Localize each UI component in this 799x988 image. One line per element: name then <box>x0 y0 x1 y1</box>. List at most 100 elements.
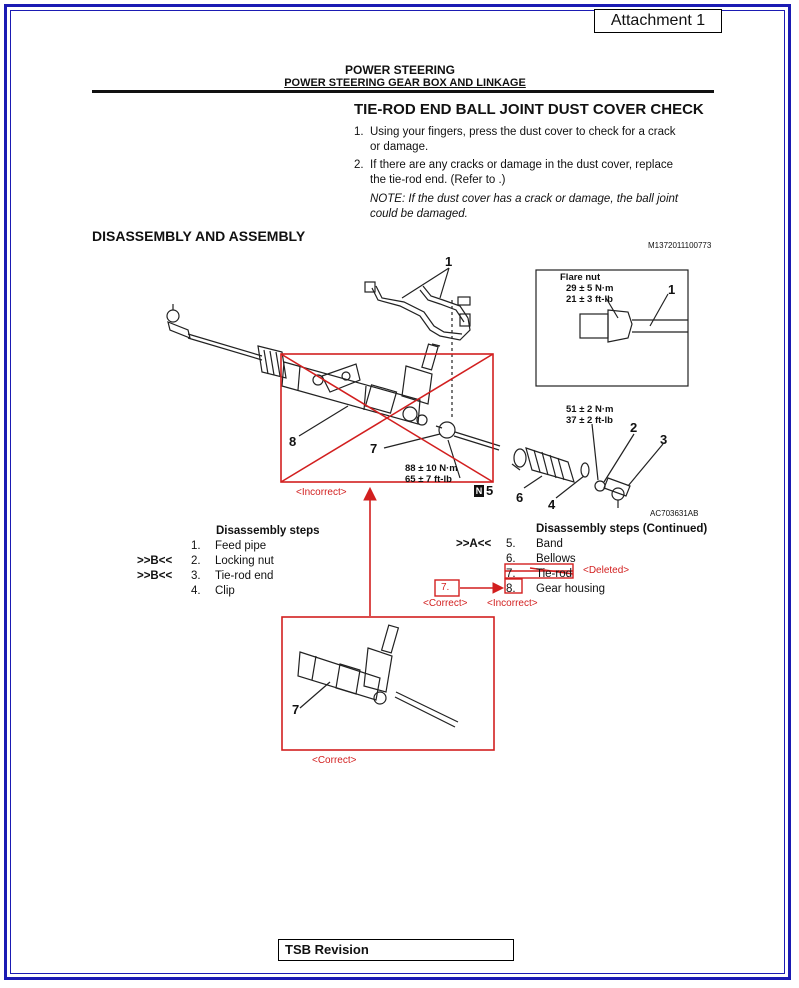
callout-1-inset: 1 <box>668 282 676 297</box>
deleted-tag: <Deleted> <box>583 565 630 576</box>
check-step-1-number: 1. <box>354 126 364 138</box>
torque-b-ftlb: 65 ± 7 ft-lb <box>405 474 452 485</box>
torque-a-ftlb: 37 ± 2 ft-lb <box>566 415 613 426</box>
step-num: 4. <box>191 585 201 597</box>
correct-inset-box <box>281 616 495 751</box>
box-seven: 7. <box>441 582 450 593</box>
section-header: POWER STEERING <box>344 63 455 77</box>
incorrect-small-tag: <Incorrect> <box>487 598 538 609</box>
callout-4: 4 <box>548 497 556 512</box>
step-text: Gear housing <box>536 583 606 595</box>
inset-callout-7: 7 <box>292 702 300 717</box>
step-text: Clip <box>215 585 235 597</box>
illustration-code: AC703631AB <box>650 509 699 518</box>
step-text: Tie-rod <box>536 568 572 580</box>
correction-arrow <box>363 486 377 616</box>
page-border-outer <box>4 4 791 980</box>
correct-tag: <Correct> <box>312 755 357 766</box>
flare-torque-nm: 29 ± 5 N·m <box>566 283 614 294</box>
step-num: 1. <box>191 540 201 552</box>
steps-right: Disassembly steps (Continued) >>A<< 5. B… <box>456 522 707 597</box>
step-text: Band <box>536 538 563 550</box>
callout-3: 3 <box>660 432 668 447</box>
flare-nut-inset <box>535 269 689 387</box>
steps-left: Disassembly steps 1. Feed pipe >>B<< 2. … <box>137 524 320 599</box>
step-num: 8. <box>506 583 516 595</box>
callout-1: 1 <box>445 254 453 269</box>
correct-small-tag: <Correct> <box>423 598 468 609</box>
callout-7: 7 <box>370 441 378 456</box>
right-bellows <box>525 447 575 483</box>
inner-tie-rod <box>435 421 501 451</box>
step-num: 6. <box>506 553 516 565</box>
pinion-housing <box>401 343 441 426</box>
step-mark <box>456 552 506 567</box>
disassembly-title: DISASSEMBLY AND ASSEMBLY <box>92 228 306 244</box>
right-tie-rod-end <box>603 477 631 508</box>
check-note-line-1: NOTE: If the dust cover has a crack or d… <box>370 193 679 205</box>
gear-housing <box>281 361 421 425</box>
step-mark: >>B<< <box>137 570 173 582</box>
check-step-2-number: 2. <box>354 159 364 171</box>
check-step-1-line-2: or damage. <box>370 141 429 153</box>
step-text: Locking nut <box>215 555 274 567</box>
steps-right-title: Disassembly steps (Continued) <box>536 523 708 535</box>
steps-left-row: 4. Clip <box>137 584 320 599</box>
step-num: 2. <box>191 555 201 567</box>
step-text: Tie-rod end <box>215 570 274 582</box>
incorrect-box <box>280 353 494 483</box>
header-rule <box>92 90 714 93</box>
callout-5: 5 <box>486 483 494 498</box>
steps-left-row: >>B<< 2. Locking nut <box>137 554 320 569</box>
step-text: Feed pipe <box>215 540 267 552</box>
step-mark: >>B<< <box>137 555 173 567</box>
torque-a-nm: 51 ± 2 N·m <box>566 404 614 415</box>
check-step-2-line-2: the tie-rod end. (Refer to .) <box>370 174 506 186</box>
leader-lines <box>298 267 664 499</box>
check-title: TIE-ROD END BALL JOINT DUST COVER CHECK <box>354 101 704 118</box>
step-mark <box>137 539 191 554</box>
step-num: 3. <box>191 570 201 582</box>
step-num: 5. <box>506 538 516 550</box>
steps-left-row: 1. Feed pipe <box>137 539 320 554</box>
step-text: Bellows <box>536 553 576 565</box>
tsb-revision: TSB Revision <box>278 939 514 961</box>
replacement-arrow <box>460 582 505 594</box>
left-bellows <box>257 345 287 379</box>
callout-8: 8 <box>289 434 297 449</box>
callout-2: 2 <box>630 420 638 435</box>
check-note-line-2: could be damaged. <box>370 208 468 220</box>
torque-b-nm: 88 ± 10 N·m <box>405 463 458 474</box>
steps-right-row: >>A<< 5. Band <box>456 537 707 552</box>
locking-nut <box>594 480 606 492</box>
replacement-marks <box>434 578 523 597</box>
check-step-1-line-1: Using your fingers, press the dust cover… <box>370 126 676 138</box>
flare-torque-ftlb: 21 ± 3 ft-lb <box>566 294 613 305</box>
attachment-label: Attachment 1 <box>594 9 722 33</box>
callout-6: 6 <box>516 490 524 505</box>
subsection-header: POWER STEERING GEAR BOX AND LINKAGE <box>284 77 526 89</box>
n-badge: N <box>474 485 484 497</box>
step-mark <box>456 567 506 582</box>
band-clip <box>511 448 527 471</box>
page-border-inner <box>10 10 785 974</box>
figure-code: M1372011100773 <box>648 241 712 250</box>
feed-pipes <box>364 281 471 420</box>
step-mark <box>456 582 506 597</box>
left-tie-rod-end <box>166 304 263 361</box>
incorrect-tag: <Incorrect> <box>296 487 347 498</box>
steps-right-row: 7. Tie-rod <box>456 567 707 582</box>
step-mark <box>137 584 191 599</box>
flare-nut-label: Flare nut <box>560 272 601 283</box>
steps-left-row: >>B<< 3. Tie-rod end <box>137 569 320 584</box>
check-step-2-line-1: If there are any cracks or damage in the… <box>370 159 673 171</box>
steps-right-row: 6. Bellows <box>456 552 707 567</box>
steps-left-title: Disassembly steps <box>216 525 320 537</box>
step-num: 7. <box>506 568 516 580</box>
steps-right-row: 8. Gear housing <box>456 582 707 597</box>
step-mark: >>A<< <box>456 538 492 550</box>
clip <box>580 462 590 478</box>
deleted-box <box>504 563 574 579</box>
check-note: NOTE: If the dust cover has a crack or d… <box>370 192 720 222</box>
